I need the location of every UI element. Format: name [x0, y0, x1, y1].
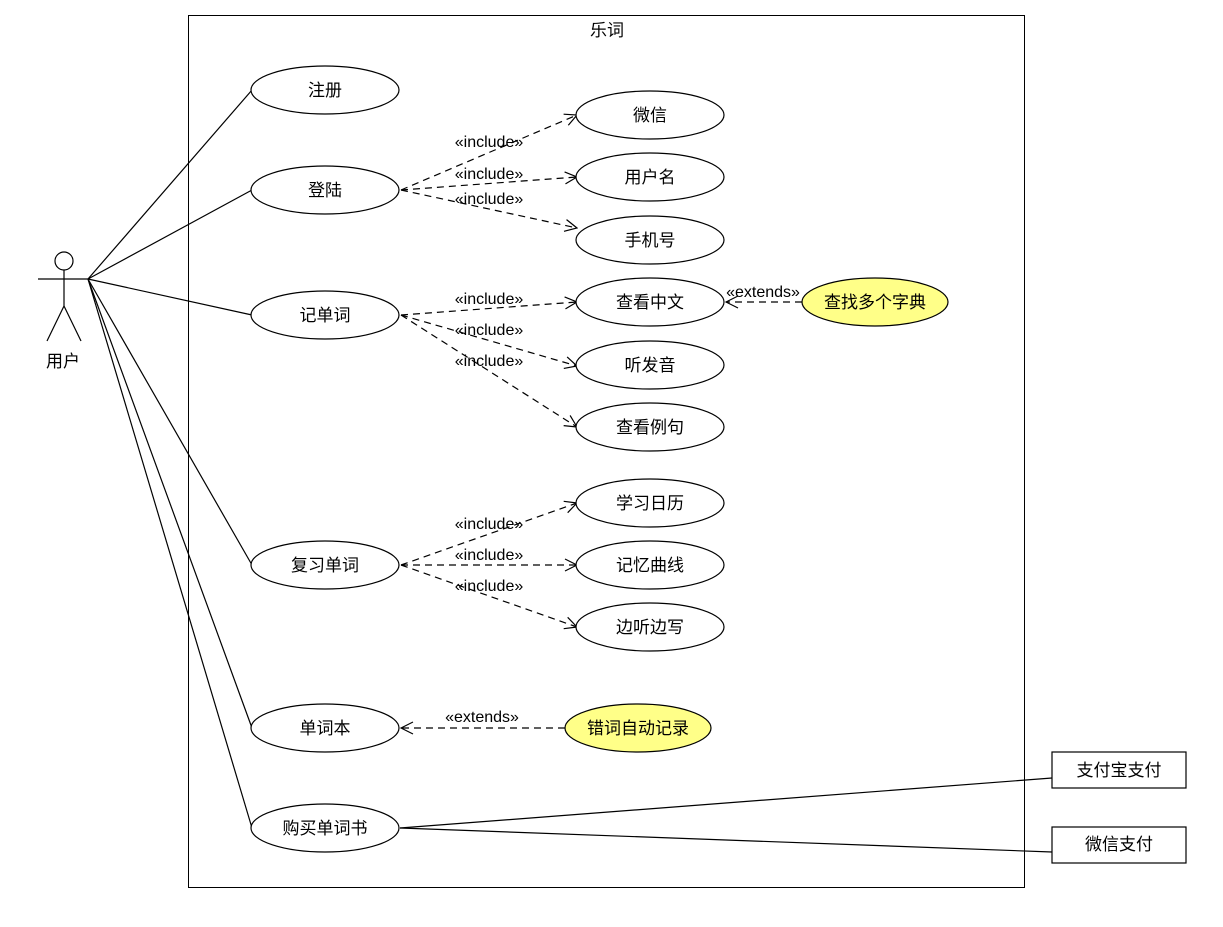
system-boundary [188, 15, 1025, 888]
assoc-login [87, 189, 253, 280]
use-case-review[interactable]: 复习单词 [250, 540, 400, 590]
use-case-auto-record[interactable]: 错词自动记录 [564, 703, 712, 753]
use-case-view-chinese-label: 查看中文 [616, 293, 684, 313]
label-extends-1: «extends» [726, 284, 800, 301]
assoc-wechat-pay [399, 827, 1053, 853]
use-case-multi-dict-label: 查找多个字典 [824, 293, 926, 313]
use-case-examples[interactable]: 查看例句 [575, 402, 725, 452]
use-case-view-chinese[interactable]: 查看中文 [575, 277, 725, 327]
use-case-wordbook[interactable]: 单词本 [250, 703, 400, 753]
include-login-phone [400, 189, 577, 228]
use-case-auto-record-label: 错词自动记录 [587, 719, 689, 739]
actor-associations [87, 89, 253, 829]
label-include-1: «include» [455, 134, 524, 151]
use-case-username[interactable]: 用户名 [575, 152, 725, 202]
use-case-wechat[interactable]: 微信 [575, 90, 725, 140]
include-memorize-examples [400, 314, 577, 427]
label-include-5: «include» [455, 322, 524, 339]
use-case-phone[interactable]: 手机号 [575, 215, 725, 265]
use-case-phone-label: 手机号 [625, 231, 676, 251]
use-case-dictation-label: 边听边写 [616, 618, 684, 638]
use-case-memorize[interactable]: 记单词 [250, 290, 400, 340]
use-case-buy-label: 购买单词书 [283, 819, 368, 839]
include-login-username [400, 177, 577, 191]
stereotype-labels: «include» «include» «include» «include» … [445, 134, 800, 726]
label-include-7: «include» [455, 516, 524, 533]
dependency-arrows [401, 115, 802, 728]
label-extends-2: «extends» [445, 709, 519, 726]
assoc-memorize [87, 278, 253, 316]
assoc-alipay [399, 777, 1053, 829]
external-alipay-label: 支付宝支付 [1077, 761, 1162, 781]
use-case-buy[interactable]: 购买单词书 [250, 803, 400, 853]
system-title: 乐词 [590, 21, 624, 41]
external-associations [399, 777, 1053, 853]
use-case-calendar-label: 学习日历 [616, 494, 684, 514]
include-memorize-chinese [400, 302, 577, 316]
use-case-wechat-label: 微信 [633, 106, 667, 126]
actor-label: 用户 [46, 352, 80, 372]
use-case-register-label: 注册 [308, 81, 342, 101]
use-case-memory-curve-label: 记忆曲线 [616, 556, 684, 576]
external-wechat-pay-label: 微信支付 [1085, 835, 1153, 855]
use-case-dictation[interactable]: 边听边写 [575, 602, 725, 652]
actor-user[interactable]: 用户 [38, 251, 90, 372]
external-alipay[interactable]: 支付宝支付 [1051, 751, 1187, 789]
use-case-wordbook-label: 单词本 [300, 719, 351, 739]
use-case-memorize-label: 记单词 [300, 306, 351, 326]
assoc-buy [87, 278, 253, 829]
use-case-login-label: 登陆 [308, 181, 342, 201]
label-include-4: «include» [455, 291, 524, 308]
label-include-9: «include» [455, 578, 524, 595]
label-include-8: «include» [455, 547, 524, 564]
label-include-2: «include» [455, 166, 524, 183]
label-include-3: «include» [455, 191, 524, 208]
include-login-wechat [400, 115, 577, 191]
use-case-review-label: 复习单词 [291, 556, 359, 576]
use-case-multi-dict[interactable]: 查找多个字典 [801, 277, 949, 327]
assoc-review [87, 278, 253, 566]
use-case-register[interactable]: 注册 [250, 65, 400, 115]
use-case-calendar[interactable]: 学习日历 [575, 478, 725, 528]
include-review-dictation [400, 564, 577, 627]
use-case-listen-label: 听发音 [625, 356, 676, 376]
assoc-register [87, 89, 253, 280]
use-case-username-label: 用户名 [625, 168, 676, 188]
include-memorize-listen [400, 314, 577, 366]
external-wechat-pay[interactable]: 微信支付 [1051, 826, 1187, 864]
use-case-examples-label: 查看例句 [616, 418, 684, 438]
label-include-6: «include» [455, 353, 524, 370]
use-case-memory-curve[interactable]: 记忆曲线 [575, 540, 725, 590]
actor-head [54, 251, 74, 271]
use-case-login[interactable]: 登陆 [250, 165, 400, 215]
use-case-listen[interactable]: 听发音 [575, 340, 725, 390]
assoc-wordbook [87, 278, 253, 729]
